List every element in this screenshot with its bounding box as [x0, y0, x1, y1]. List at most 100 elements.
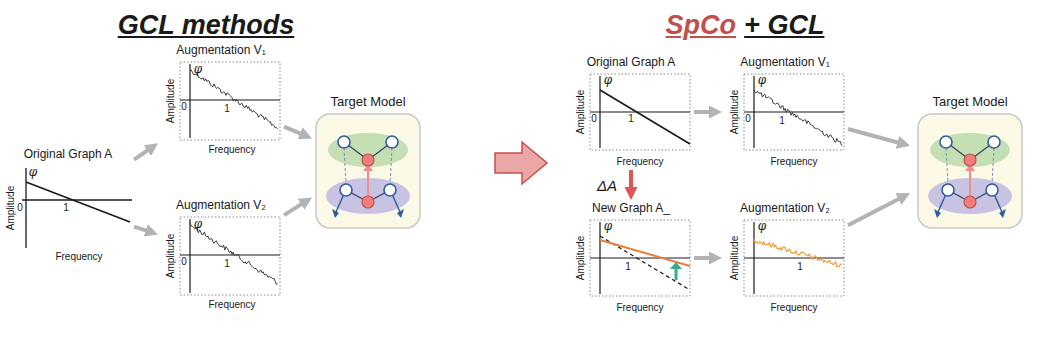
- x-axis: [590, 111, 690, 112]
- flow-arrow: [134, 145, 155, 159]
- panel-title: Original Graph A: [587, 56, 676, 69]
- tick-label: 1: [224, 258, 230, 269]
- flow-arrow: [284, 200, 309, 216]
- tick-label: 0: [181, 101, 187, 112]
- tick-label: 0: [745, 113, 751, 124]
- tick-label: 1: [625, 261, 631, 272]
- graph-nodes: [940, 136, 1000, 196]
- arrow-head: [332, 209, 339, 218]
- axis-label: Frequency: [208, 144, 255, 155]
- axis-symbol: φ: [758, 74, 766, 87]
- x-axis: [590, 257, 690, 258]
- spectrum-plot: [22, 168, 132, 248]
- x-axis: [180, 99, 280, 100]
- tick-label: 0: [181, 256, 187, 267]
- shift-arrow: [675, 268, 678, 280]
- x-axis: [744, 257, 844, 258]
- model-box: Target Model: [910, 92, 1030, 232]
- spectrum-plot: [590, 220, 690, 296]
- model-box: Target Model: [312, 92, 424, 232]
- axis-label: Amplitude: [729, 236, 740, 280]
- section-title: SpCo: [666, 10, 737, 41]
- axis-label: Frequency: [208, 299, 255, 310]
- flow-arrow: [134, 227, 154, 234]
- model-frame: [918, 114, 1022, 228]
- spectrum-panel: Augmentation V₁ φAmplitude 0 1Frequency: [722, 54, 848, 170]
- axis-label: Frequency: [616, 156, 663, 167]
- axis-label: Amplitude: [165, 234, 176, 278]
- spectrum-panel: Augmentation V₁φAmplitude01Frequency: [158, 42, 284, 158]
- axis-symbol: φ: [604, 74, 612, 87]
- flow-arrow: [284, 127, 308, 137]
- tick-label: 1: [779, 115, 785, 126]
- panel-title: Original Graph A: [24, 148, 113, 161]
- spectrum-plot: [744, 74, 844, 150]
- model-illustration: [918, 114, 1022, 228]
- plot-frame: [590, 74, 690, 150]
- spectrum-panel: Original Graph A φAmplitude0 1Frequency: [2, 146, 134, 264]
- new-spectrum-line: [600, 240, 690, 266]
- axis-label: Amplitude: [575, 236, 586, 280]
- flow-arrow: [848, 195, 906, 225]
- section-title: + GCL: [744, 10, 824, 41]
- arrow-head: [670, 262, 682, 269]
- plot-frame: [180, 62, 280, 140]
- x-axis: [744, 111, 844, 112]
- tick-label: 1: [628, 113, 634, 124]
- spectrum-panel: New Graph A_ φAmplitude 1Frequency: [568, 200, 694, 316]
- edge-label: ΔA: [595, 176, 619, 195]
- contrast-arrow: [367, 170, 369, 196]
- axis-label: Amplitude: [165, 79, 176, 123]
- spectrum-plot: [590, 74, 690, 150]
- plot-frame: [180, 217, 280, 295]
- graph-nodes: [338, 136, 398, 196]
- axis-symbol: φ: [604, 220, 612, 233]
- axis-label: Frequency: [770, 302, 817, 313]
- spectrum-line: [600, 90, 690, 144]
- axis-label: Frequency: [770, 156, 817, 167]
- noisy-spectrum: [754, 90, 842, 146]
- flow-arrow: [694, 110, 718, 114]
- axis-label: Amplitude: [5, 186, 16, 230]
- tick-label: 1: [63, 202, 69, 213]
- noisy-spectrum: [190, 70, 278, 129]
- y-axis: [189, 64, 190, 138]
- flow-arrow: [694, 256, 718, 260]
- flow-arrow: [848, 129, 906, 145]
- arrow-head: [999, 209, 1006, 218]
- tick-label: 0: [17, 202, 23, 213]
- tick-label: 1: [224, 103, 230, 114]
- arrow-head: [397, 209, 404, 218]
- model-frame: [316, 114, 420, 228]
- axis-label: Frequency: [55, 251, 102, 262]
- model-illustration: [316, 114, 420, 228]
- view-ellipse: [930, 133, 1010, 167]
- tick-label: 1: [797, 261, 803, 272]
- panel-title: Augmentation V₂: [176, 199, 266, 212]
- view-ellipse: [328, 133, 408, 167]
- spectrum-plot: [180, 62, 280, 140]
- flow-arrow: [629, 170, 633, 196]
- model-title: Target Model: [932, 95, 1007, 109]
- axis-label: Amplitude: [575, 90, 586, 134]
- panel-title: New Graph A_: [592, 202, 670, 215]
- panel-title: Augmentation V₁: [740, 56, 829, 69]
- axis-symbol: φ: [758, 220, 766, 233]
- spectrum-line: [26, 182, 130, 222]
- tick-label: 0: [591, 113, 597, 124]
- spectrum-panel: Original Graph A φAmplitude 0 1Frequency: [568, 54, 694, 170]
- axis-label: Amplitude: [729, 90, 740, 134]
- y-axis: [25, 168, 26, 248]
- contrast-arrow: [969, 170, 971, 196]
- axis-symbol: φ: [29, 166, 37, 179]
- x-axis: [180, 254, 280, 255]
- axis-symbol: φ: [194, 218, 202, 231]
- spectrum-plot: [744, 220, 844, 296]
- spectrum-plot: [180, 217, 280, 295]
- axis-label: Frequency: [616, 302, 663, 313]
- section-title: GCL methods: [118, 10, 295, 41]
- plot-frame: [744, 74, 844, 150]
- spectrum-panel: Augmentation V₂φAmplitude1Frequency: [722, 200, 848, 316]
